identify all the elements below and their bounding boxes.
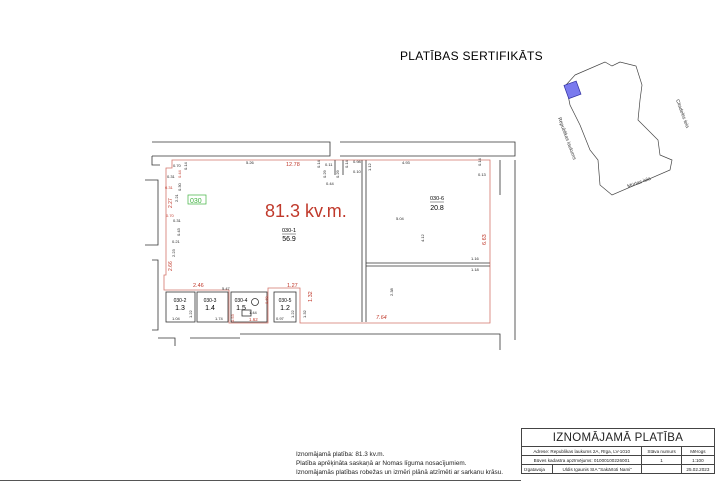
walls [145, 141, 516, 350]
date: 25.02.2023 [680, 464, 715, 474]
svg-text:2.66: 2.66 [168, 261, 174, 271]
svg-text:0.14: 0.14 [183, 161, 188, 170]
floor-value: 1 [641, 455, 682, 465]
svg-text:56.9: 56.9 [282, 236, 296, 243]
site-locator-map [563, 61, 673, 196]
svg-text:0.43: 0.43 [176, 227, 181, 236]
svg-text:0.70: 0.70 [166, 213, 175, 218]
unit-code-box [187, 194, 207, 205]
unit-location-highlight [563, 80, 582, 100]
address: Adrese: Republikas laukums 2A, Rīga, LV-… [520, 446, 643, 456]
svg-text:1.74: 1.74 [215, 316, 224, 321]
svg-text:2.23: 2.23 [171, 248, 176, 257]
prepared-label: Izgatavoja [520, 464, 554, 474]
svg-text:0.11: 0.11 [325, 162, 333, 167]
svg-text:5.47: 5.47 [222, 286, 231, 291]
svg-text:0.13: 0.13 [478, 172, 487, 177]
prepared-by: Uldis Igaunis SIA "Sakārtoti Nami" [552, 464, 643, 474]
svg-text:1.04: 1.04 [172, 316, 181, 321]
title-block: IZNOMĀJAMĀ PLATĪBA Adrese: Republikas la… [520, 428, 715, 474]
svg-text:0.44: 0.44 [326, 181, 335, 186]
room-label: 030-5 1.2 [279, 298, 292, 312]
black-dimensions: 5.26 0.70 0.14 0.31 0.30 2.21 0.31 0.43 … [167, 157, 487, 321]
note-line: Iznomājamās platības robežas un izmēri p… [296, 469, 504, 476]
svg-text:4.12: 4.12 [420, 233, 425, 242]
svg-text:1.44: 1.44 [249, 310, 258, 315]
svg-text:1.12: 1.12 [367, 162, 372, 171]
svg-text:1.16: 1.16 [471, 256, 480, 261]
svg-text:030-6: 030-6 [430, 196, 444, 202]
svg-text:0.21: 0.21 [172, 239, 181, 244]
svg-text:0.29: 0.29 [322, 169, 327, 178]
svg-text:030-5: 030-5 [279, 298, 292, 304]
spacer [641, 464, 682, 474]
room-label: 030-6 20.8 [430, 196, 444, 212]
svg-text:2.46: 2.46 [193, 283, 204, 289]
svg-text:1.62: 1.62 [249, 317, 258, 322]
svg-text:0.31: 0.31 [165, 185, 174, 190]
svg-text:6.63: 6.63 [482, 234, 488, 245]
note-line: Platība aprēķināta saskaņā ar Nomas līgu… [296, 460, 467, 467]
street-label: Republikas laukums [556, 117, 577, 162]
svg-text:1.18: 1.18 [471, 267, 480, 272]
svg-text:030-1: 030-1 [282, 228, 296, 234]
floor-label: Stāva numurs [641, 446, 682, 456]
svg-text:1.2: 1.2 [280, 305, 290, 312]
svg-text:5.04: 5.04 [396, 216, 405, 221]
svg-text:1.3: 1.3 [175, 305, 185, 312]
notes: Iznomājamā platība: 81.3 kv.m. Platība a… [296, 450, 503, 477]
svg-text:030-3: 030-3 [204, 298, 217, 304]
svg-text:1.32: 1.32 [308, 291, 314, 302]
red-dimensions: 12.78 0.44 0.31 2.27 0.70 2.66 2.46 1.27… [165, 162, 488, 322]
svg-text:7.64: 7.64 [376, 315, 387, 321]
svg-text:5.26: 5.26 [246, 160, 255, 165]
svg-text:0.97: 0.97 [276, 316, 285, 321]
svg-text:2.27: 2.27 [168, 198, 174, 208]
svg-text:2.21: 2.21 [174, 193, 179, 202]
svg-text:1.5: 1.5 [236, 305, 246, 312]
svg-text:1.27: 1.27 [287, 283, 298, 289]
svg-text:4.93: 4.93 [402, 160, 411, 165]
svg-text:0.70: 0.70 [173, 163, 182, 168]
unit-code: 030 [190, 198, 202, 205]
room-label: 030-3 1.4 [204, 298, 217, 312]
cadastre: Būves kadastra apzīmējums: 0100010022600… [520, 455, 643, 465]
room-label: 030-1 56.9 [282, 228, 296, 243]
svg-text:0.29: 0.29 [335, 169, 340, 178]
street-label: Citadeles iela [674, 99, 690, 129]
svg-text:0.30: 0.30 [177, 182, 182, 191]
title-block-heading: IZNOMĀJAMĀ PLATĪBA [521, 428, 715, 447]
note-line: Iznomājamā platība: 81.3 kv.m. [296, 451, 385, 458]
svg-text:0.44: 0.44 [177, 169, 182, 178]
scale-label: Mērogs [680, 446, 715, 456]
svg-text:0.14: 0.14 [316, 159, 321, 168]
svg-text:0.14: 0.14 [477, 157, 482, 166]
room-label: 030-2 1.3 [174, 298, 187, 312]
svg-text:030-4: 030-4 [235, 298, 248, 304]
svg-text:12.78: 12.78 [286, 162, 300, 168]
svg-text:0.31: 0.31 [167, 174, 176, 179]
svg-text:1.22: 1.22 [188, 309, 193, 318]
scale-value: 1:100 [680, 455, 715, 465]
svg-text:20.8: 20.8 [430, 205, 444, 212]
svg-text:0.69: 0.69 [264, 295, 269, 304]
svg-text:030-2: 030-2 [174, 298, 187, 304]
total-area-label: 81.3 kv.m. [265, 201, 347, 221]
svg-text:1.22: 1.22 [290, 309, 295, 318]
certificate-title: PLATĪBAS SERTIFIKĀTS [400, 49, 543, 63]
svg-text:0.14: 0.14 [344, 159, 349, 168]
svg-text:0.31: 0.31 [173, 218, 182, 223]
svg-text:1.4: 1.4 [205, 305, 215, 312]
room-label: 030-4 1.5 [235, 298, 248, 312]
svg-text:1.32: 1.32 [302, 309, 307, 318]
rental-boundary [163, 159, 491, 324]
svg-text:0.10: 0.10 [353, 169, 362, 174]
svg-text:0.53: 0.53 [230, 313, 235, 322]
street-label: Mūrtas iela [627, 176, 652, 190]
svg-text:2.38: 2.38 [389, 287, 394, 296]
svg-text:0.98: 0.98 [353, 159, 362, 164]
divider [0, 480, 521, 481]
